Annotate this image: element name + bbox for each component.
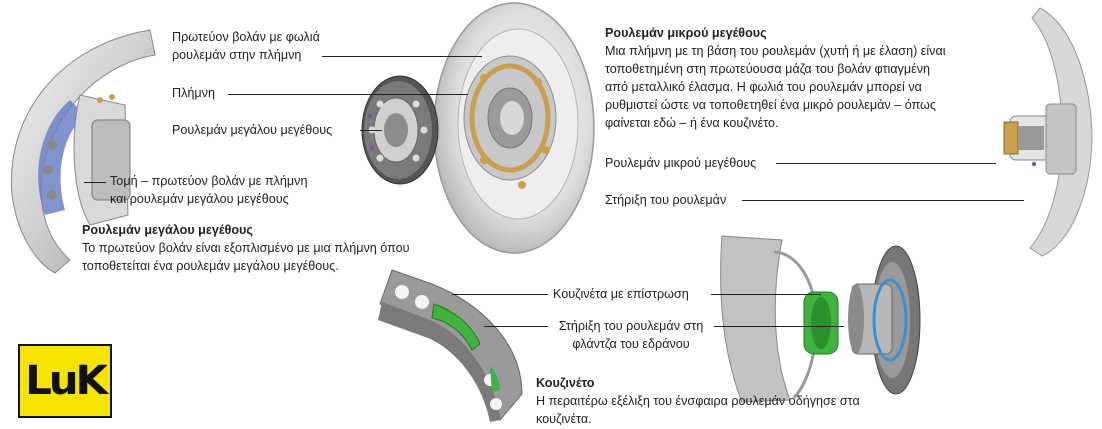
- leader-line: [360, 130, 382, 131]
- block-line: από μεταλλικό έλασμα. Η φωλιά του ρουλεμ…: [605, 80, 922, 94]
- leader-line: [322, 56, 482, 57]
- luk-logo: LuK: [18, 344, 112, 418]
- label-line: ρουλεμάν στην πλήμνη: [172, 48, 302, 62]
- block-line: Το πρωτεύον βολάν είναι εξοπλισμένο με μ…: [82, 241, 410, 255]
- label-hub: Πλήμνη: [172, 86, 215, 100]
- primary-flywheel-illustration: [433, 2, 595, 254]
- bushing-assembly-illustration: [720, 235, 921, 403]
- flywheel-small-bearing-illustration: [1003, 7, 1093, 257]
- block-bushing: Κουζινέτο Η περαιτέρω εξέλιξη του ένσφαι…: [536, 374, 860, 428]
- leader-line: [742, 200, 1024, 201]
- block-line: τοποθετείται ένα ρουλεμάν μεγάλου μεγέθο…: [82, 259, 339, 273]
- leader-line: [776, 163, 996, 164]
- hub-large-bearing-illustration: [361, 75, 439, 185]
- block-line: ρυθμιστεί ώστε να τοποθετηθεί ένα μικρό …: [605, 98, 936, 112]
- leader-line: [714, 326, 844, 327]
- label-line: Στήριξη του ρουλεμάν στη: [558, 319, 704, 333]
- label-line: Πρωτεύον βολάν με φωλιά: [172, 30, 320, 44]
- label-bearing-support-flange: Στήριξη του ρουλεμάν στη φλάντζα του εδρ…: [552, 317, 710, 353]
- block-line: Μια πλήμνη με τη βάση του ρουλεμάν (χυτή…: [605, 44, 946, 58]
- leader-line: [711, 294, 821, 295]
- label-line: φλάντζα του εδράνου: [572, 337, 690, 351]
- bushing-section-illustration: [378, 269, 523, 422]
- leader-line: [84, 182, 106, 183]
- luk-logo-text: LuK: [25, 358, 108, 404]
- block-title: Κουζινέτο: [536, 376, 595, 390]
- block-small-bearing: Ρουλεμάν μικρού μεγέθους Μια πλήμνη με τ…: [605, 24, 946, 132]
- block-title: Ρουλεμάν μεγάλου μεγέθους: [82, 223, 253, 237]
- label-primary-flywheel-bearing-seat: Πρωτεύον βολάν με φωλιά ρουλεμάν στην πλ…: [172, 28, 320, 64]
- leader-line: [228, 94, 468, 95]
- label-line: και ρουλεμάν μεγάλου μεγέθους: [110, 192, 289, 206]
- label-coated-bushing: Κουζινέτα με επίστρωση: [553, 287, 689, 301]
- label-bearing-support: Στήριξη του ρουλεμάν: [605, 193, 727, 207]
- label-large-bearing: Ρουλεμάν μεγάλου μεγέθους: [172, 123, 333, 137]
- block-line: Η περαιτέρω εξέλιξη του ένσφαιρα ρουλεμά…: [536, 394, 860, 408]
- label-line: Τομή – πρωτεύον βολάν με πλήμνη: [110, 174, 308, 188]
- block-title: Ρουλεμάν μικρού μεγέθους: [605, 26, 767, 40]
- leader-line: [452, 294, 548, 295]
- block-line: φαίνεται εδώ – ή ένα κουζινέτο.: [605, 116, 779, 130]
- leader-line: [484, 326, 548, 327]
- block-line: κουζινέτα.: [536, 412, 592, 426]
- label-section: Τομή – πρωτεύον βολάν με πλήμνη και ρουλ…: [110, 172, 307, 208]
- label-small-bearing: Ρουλεμάν μικρού μεγέθους: [605, 156, 757, 170]
- block-large-bearing: Ρουλεμάν μεγάλου μεγέθους Το πρωτεύον βο…: [82, 221, 410, 275]
- flywheel-section-illustration: [10, 29, 156, 274]
- block-line: τοποθετημένη στη πρωτεύουσα μάζα του βολ…: [605, 62, 930, 76]
